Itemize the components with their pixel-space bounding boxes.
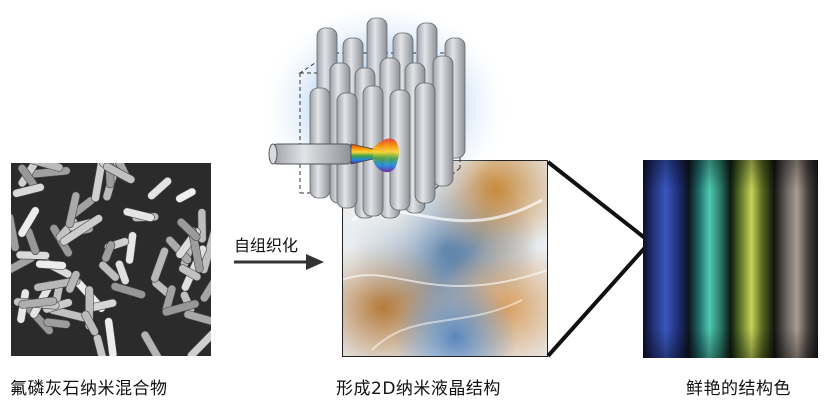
rod bbox=[309, 87, 331, 199]
nanorod bbox=[115, 259, 130, 285]
nanorod bbox=[17, 206, 40, 238]
structural-color-strip bbox=[643, 160, 818, 358]
nanorod bbox=[81, 310, 99, 336]
nanorod bbox=[175, 187, 197, 203]
nanorod bbox=[12, 183, 45, 198]
caption-left: 氟磷灰石纳米混合物 bbox=[10, 379, 168, 399]
right-arrow-icon bbox=[234, 254, 324, 270]
nanorod bbox=[43, 317, 71, 329]
nanorod bbox=[65, 191, 81, 229]
nanorod bbox=[140, 330, 165, 356]
light-beam-icon bbox=[268, 138, 399, 173]
nanorod bbox=[110, 282, 146, 299]
zoom-lines bbox=[546, 160, 652, 358]
nanorod bbox=[102, 163, 136, 184]
nanorod bbox=[98, 260, 120, 282]
nanorod bbox=[101, 240, 116, 263]
nanorod bbox=[150, 246, 169, 283]
nanorod bbox=[104, 317, 118, 356]
liquid-crystal-rod-bundle bbox=[257, 10, 513, 226]
nanorod bbox=[176, 217, 201, 242]
nanorod bbox=[35, 259, 67, 270]
nanorod bbox=[161, 299, 200, 317]
nanorod bbox=[65, 270, 81, 294]
nanorod bbox=[147, 176, 172, 200]
nanorod bbox=[24, 163, 64, 172]
caption-middle: 形成2D纳米液晶结构 bbox=[336, 379, 501, 399]
nanorod bbox=[187, 324, 211, 356]
nanorod bbox=[199, 278, 211, 303]
arrow-label: 自组织化 bbox=[234, 236, 299, 255]
nanorod bbox=[18, 296, 58, 309]
caption-right: 鲜艳的结构色 bbox=[686, 379, 791, 399]
nanorod bbox=[59, 214, 103, 246]
nanorod bbox=[183, 310, 211, 326]
nanorod bbox=[178, 264, 202, 282]
rod bbox=[432, 55, 454, 187]
rod bbox=[414, 82, 436, 204]
sem-micrograph bbox=[11, 163, 211, 356]
nanorod bbox=[33, 276, 81, 292]
nanorod bbox=[11, 213, 20, 252]
nanorod bbox=[122, 207, 155, 222]
